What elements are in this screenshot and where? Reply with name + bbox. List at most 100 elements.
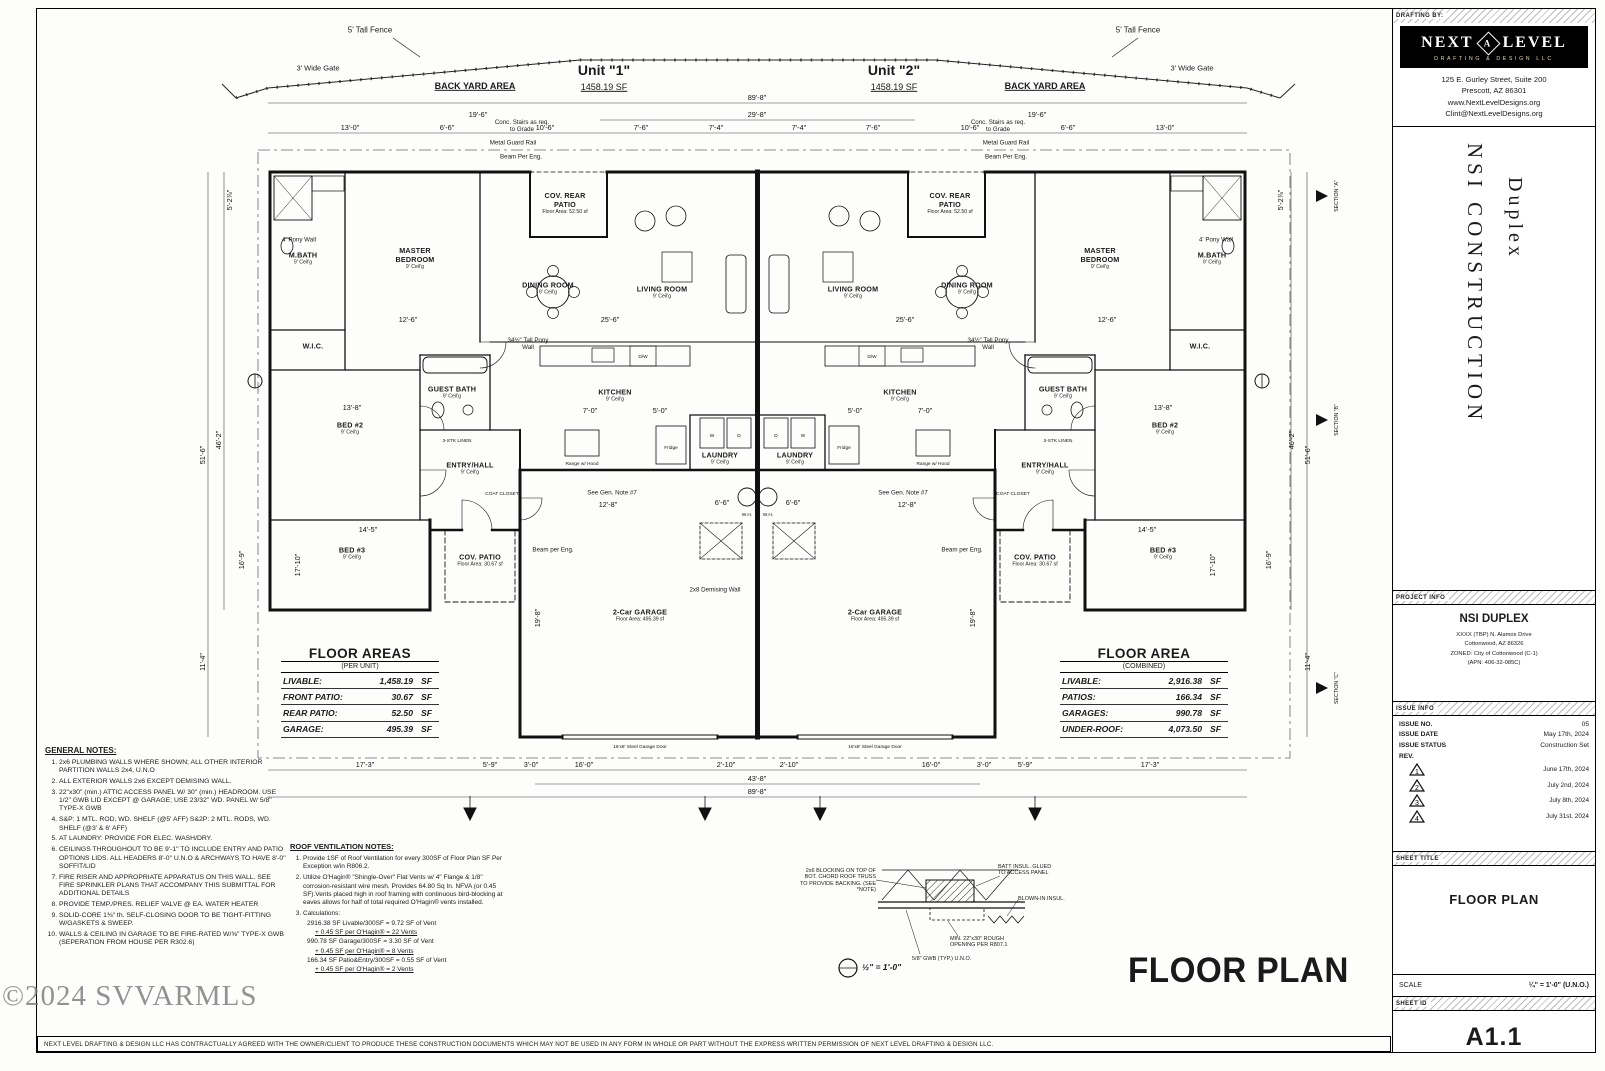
dim-label: 17'-3" xyxy=(356,760,375,769)
dim-label: 10'-6" xyxy=(961,123,980,132)
dim-label: 12'-6" xyxy=(1098,315,1117,324)
dishwasher-label: D/W xyxy=(638,354,648,360)
dishwasher-label: D/W xyxy=(867,354,877,360)
dim-label: 25'-6" xyxy=(896,315,915,324)
sheet-title-value: FLOOR PLAN xyxy=(1449,892,1539,907)
dim-label: 12'-6" xyxy=(399,315,418,324)
coat-closet-label: COAT CLOSET xyxy=(996,491,1029,497)
project-info-line: Cottonwood, AZ 86326 xyxy=(1464,641,1524,648)
section-label: SECTION "A" xyxy=(1334,180,1340,212)
dim-label: 6'-6" xyxy=(440,123,455,132)
garage-door-label: 16'x8' Steel Garage Door xyxy=(848,744,902,750)
sheet-id: A1.1 xyxy=(1393,1011,1595,1052)
stairs-note: Conc. Stairs as req. to Grade xyxy=(970,118,1026,133)
issue-row: ISSUE NO.05 xyxy=(1399,720,1589,728)
revision-triangle-icon: 1 xyxy=(1409,762,1425,776)
revision-date: July 31st, 2024 xyxy=(1546,813,1589,821)
table-subtitle: (COMBINED) xyxy=(1060,662,1228,673)
dim-label: 17'-3" xyxy=(1141,760,1160,769)
beam-note: Beam Per Eng. xyxy=(500,153,542,161)
general-note: 2x6 PLUMBING WALLS WHERE SHOWN; ALL OTHE… xyxy=(59,759,287,776)
dim-label: 7'-4" xyxy=(792,123,807,132)
unit1-title: Unit "1" xyxy=(577,61,631,78)
dim-label: 3'-0" xyxy=(524,760,539,769)
revision-triangle-icon: 4 xyxy=(1409,810,1425,823)
dim-label: 14'-5" xyxy=(359,525,378,534)
beam-note: Beam per Eng. xyxy=(532,546,574,554)
dim-label: 7'-6" xyxy=(634,123,649,132)
dim-label: 13'-0" xyxy=(341,123,360,132)
linen-label: 3-STK LINEN xyxy=(1043,438,1073,444)
dim-label: 16'-0" xyxy=(575,760,594,769)
dimension-layer: 89'-8" 29'-8" 19'-6" 19'-6" 13'-0" 6'-6"… xyxy=(198,93,1312,798)
dim-label: 13'-8" xyxy=(1154,403,1173,412)
logo-word-level: LEVEL xyxy=(1502,34,1567,51)
dim-label: 19'-8" xyxy=(968,608,977,627)
project-name-vertical: NSI CONSTRUCTION Duplex xyxy=(1393,127,1595,591)
water-heater-label: W.H. xyxy=(763,512,773,518)
detail-scale: ½" = 1'-0" xyxy=(862,962,902,972)
general-note: FIRE RISER AND APPROPRIATE APPARATUS ON … xyxy=(59,874,287,899)
stairs-note: Conc. Stairs as req. to Grade xyxy=(494,118,550,133)
table-subtitle: (PER UNIT) xyxy=(281,662,439,673)
svg-text:3: 3 xyxy=(1415,800,1419,807)
dim-label: 46'-2" xyxy=(214,430,223,449)
vent-calc: 166.34 SF Patio&Entry/300SF = 0.55 SF of… xyxy=(307,957,447,965)
roof-notes-title: ROOF VENTILATION NOTES: xyxy=(290,842,394,851)
dim-label: 6'-6" xyxy=(786,498,801,507)
scale-row: SCALE ¼" = 1'-0" (U.N.O.) xyxy=(1393,975,1595,997)
pony-wall-note: 34½" Tall Pony Wall xyxy=(507,336,549,351)
dim-label: 5'-9" xyxy=(483,760,498,769)
fence-layer xyxy=(221,37,1296,100)
dim-label: 16'-9" xyxy=(1264,550,1273,569)
backyard-label: BACK YARD AREA xyxy=(1004,80,1086,91)
gen-note-7-ref: See Gen. Note #7 xyxy=(587,489,637,497)
dim-label: 16'-0" xyxy=(922,760,941,769)
backyard-label: BACK YARD AREA xyxy=(434,80,516,91)
dim-label: 6'-6" xyxy=(715,498,730,507)
project-name-main: NSI CONSTRUCTION xyxy=(1463,142,1487,424)
project-info-line: ZONED: City of Cottonwood (C-1) xyxy=(1450,650,1538,657)
issue-info-strip: ISSUE INFO xyxy=(1393,702,1595,716)
scale-label: SCALE xyxy=(1399,982,1422,989)
section-label: SECTION "B" xyxy=(1334,404,1340,436)
pony-wall-note: 4' Pony Wall xyxy=(1199,236,1233,244)
project-info-line: (APN: 406-32-085C) xyxy=(1467,659,1521,666)
detail-note: BATT INSUL. GLUED TO ACCESS PANEL xyxy=(998,864,1052,877)
general-note: CEILINGS THROUGHOUT TO BE 9'-1" TO INCLU… xyxy=(59,846,287,871)
scale-value: ¼" = 1'-0" (U.N.O.) xyxy=(1528,982,1589,989)
general-notes-title: GENERAL NOTES: xyxy=(45,746,117,755)
general-note: PROVIDE TEMP./PRES. RELIEF VALVE @ EA. W… xyxy=(59,901,287,909)
unit1-area: 1458.19 SF xyxy=(580,81,628,92)
logo-word-next: NEXT xyxy=(1421,34,1474,51)
dim-label: 25'-6" xyxy=(601,315,620,324)
vent-calc: + 0.45 SF per O'Hagin® = 22 Vents xyxy=(315,929,418,937)
dim-label: 46'-2" xyxy=(1287,430,1296,449)
company-email: Clint@NextLevelDesigns.org xyxy=(1445,109,1543,119)
general-note: ALL EXTERIOR WALLS 2x6 EXCEPT DEMISING W… xyxy=(59,778,287,786)
dim-label: 12'-8" xyxy=(898,500,917,509)
general-note: SOLID-CORE 1⅜" th. SELF-CLOSING DOOR TO … xyxy=(59,912,287,929)
washer-label: W xyxy=(710,433,715,439)
